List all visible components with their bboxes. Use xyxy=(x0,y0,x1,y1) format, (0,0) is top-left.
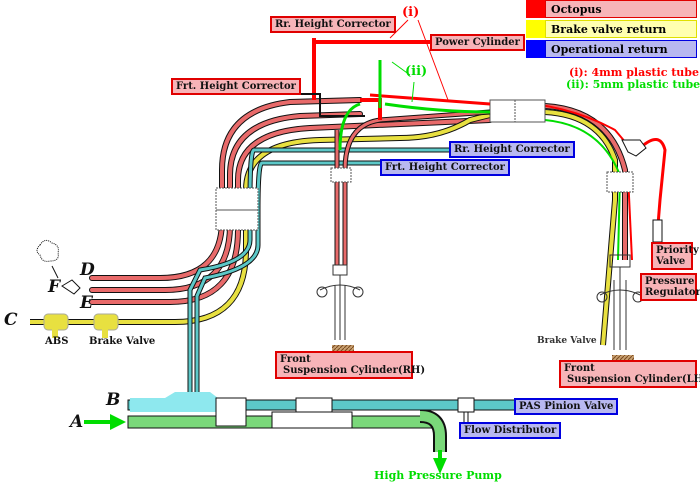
tube-5mm xyxy=(338,60,491,151)
legend-item-octopus: Octopus xyxy=(526,0,697,18)
note-4mm: (i): 4mm plastic tube xyxy=(569,66,699,79)
pipe-clamp xyxy=(489,99,546,123)
label-front-suspension-lh: Front Suspension Cylinder(LH) xyxy=(559,360,700,388)
label-rr-height-corrector: Rr. Height Corrector xyxy=(270,16,396,33)
label-pas-pinion-valve: PAS Pinion Valve xyxy=(514,398,619,415)
front-suspension-rh-strut xyxy=(316,264,364,340)
label-front-suspension-rh: Front Suspension Cylinder(RH) xyxy=(275,351,425,379)
point-f: F xyxy=(48,277,61,297)
priority-valve-body xyxy=(652,219,663,243)
callout-ii: (ii) xyxy=(405,64,428,79)
point-a: A xyxy=(70,412,84,432)
f-fitting xyxy=(36,239,81,295)
label-frt-height-corrector: Frt. Height Corrector xyxy=(171,78,301,95)
abs-unit xyxy=(43,313,69,338)
pipe-clamp xyxy=(606,171,634,193)
note-5mm: (ii): 5mm plastic tube xyxy=(566,78,700,91)
front-suspension-lh-strut xyxy=(596,254,644,350)
label-frt-height-corrector-return: Frt. Height Corrector xyxy=(380,159,510,176)
brake-valve-unit xyxy=(93,313,119,338)
label-pressure-regulator: Pressure Regulator xyxy=(640,273,700,301)
point-e: E xyxy=(80,293,93,313)
arrow-a xyxy=(84,414,126,430)
label-rr-height-corrector-return: Rr. Height Corrector xyxy=(449,141,575,158)
label-high-pressure-pump: High Pressure Pump xyxy=(374,469,502,482)
label-flow-distributor: Flow Distributor xyxy=(459,422,562,439)
label-brake-valve-right: Brake Valve xyxy=(537,336,597,346)
arrow-pump xyxy=(433,450,447,474)
label-power-cylinder: Power Cylinder xyxy=(430,34,525,51)
operational-return-pipes xyxy=(187,147,450,400)
t-junction xyxy=(621,139,647,157)
callout-i: (i) xyxy=(402,5,420,20)
point-d: D xyxy=(80,260,95,280)
operational-return-main xyxy=(127,392,539,427)
label-abs: ABS xyxy=(45,336,69,347)
label-priority-valve: Priority Valve xyxy=(651,242,699,270)
cylinder-base-rh xyxy=(332,345,354,355)
legend-swatch-brake-return xyxy=(526,20,545,38)
pump-feed-line xyxy=(127,409,447,452)
octopus-pipes xyxy=(89,97,493,305)
brake-return-pipe xyxy=(30,109,618,346)
pipe-clamp xyxy=(215,187,259,231)
legend-item-operational-return: Operational return xyxy=(526,40,697,58)
callout-arrows xyxy=(389,19,449,101)
point-b: B xyxy=(106,390,121,410)
label-brake-valve-left: Brake Valve xyxy=(89,336,156,347)
point-c: C xyxy=(4,310,18,330)
legend-swatch-octopus xyxy=(526,0,545,18)
legend-item-brake-return: Brake valve return xyxy=(526,20,697,38)
pipe-clamp xyxy=(330,167,352,183)
legend-swatch-operational-return xyxy=(526,40,545,58)
